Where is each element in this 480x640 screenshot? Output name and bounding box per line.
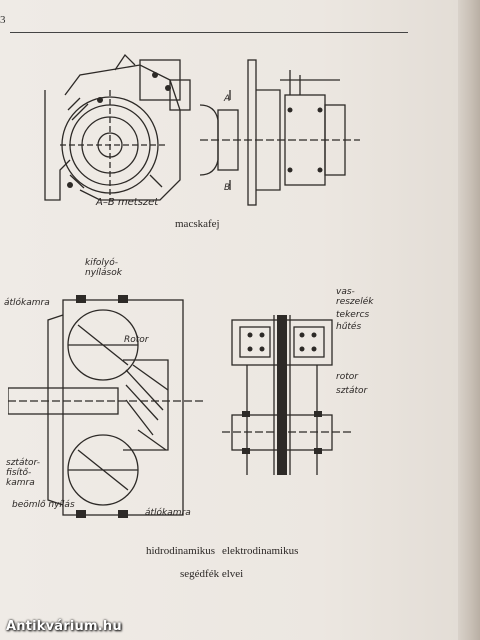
header-rule — [10, 32, 408, 33]
watermark: Antikvárium.hu — [6, 619, 122, 634]
label-cooling: hűtés — [336, 322, 362, 332]
caption-electrodynamic: elektrodinamikus — [222, 545, 299, 557]
marker-b: B — [224, 183, 231, 193]
label-rotor-hydro: Rotor — [124, 335, 149, 345]
label-rotor-electro: rotor — [336, 372, 358, 382]
label-stator: sztátor — [336, 386, 368, 396]
label-coil: tekercs — [336, 310, 370, 320]
page-gutter — [458, 0, 480, 640]
figure-macskafej — [44, 53, 360, 206]
page-number: 3 — [0, 14, 6, 26]
book-page — [0, 0, 458, 640]
label-outlet-openings: kifolyó- nyílások — [85, 258, 122, 278]
figure-hydrodynamic — [8, 295, 203, 518]
label-stator-chamber: sztátor- fisítő- kamra — [6, 458, 40, 488]
marker-a: A — [224, 94, 231, 104]
caption-macskafej: macskafej — [175, 218, 220, 230]
label-iron-filings: vas- reszelék — [336, 287, 374, 307]
figure-electrodynamic — [222, 315, 352, 475]
label-diagonal-chamber-top: átlókamra — [4, 298, 50, 308]
label-diagonal-chamber-bottom: átlókamra — [145, 508, 191, 518]
figure-caption: segédfék elvei — [180, 568, 244, 580]
label-inlet-opening: beömlő nyílás — [12, 500, 75, 510]
section-label: A–B metszet — [96, 197, 159, 208]
caption-hydrodynamic: hidrodinamikus — [146, 545, 216, 557]
